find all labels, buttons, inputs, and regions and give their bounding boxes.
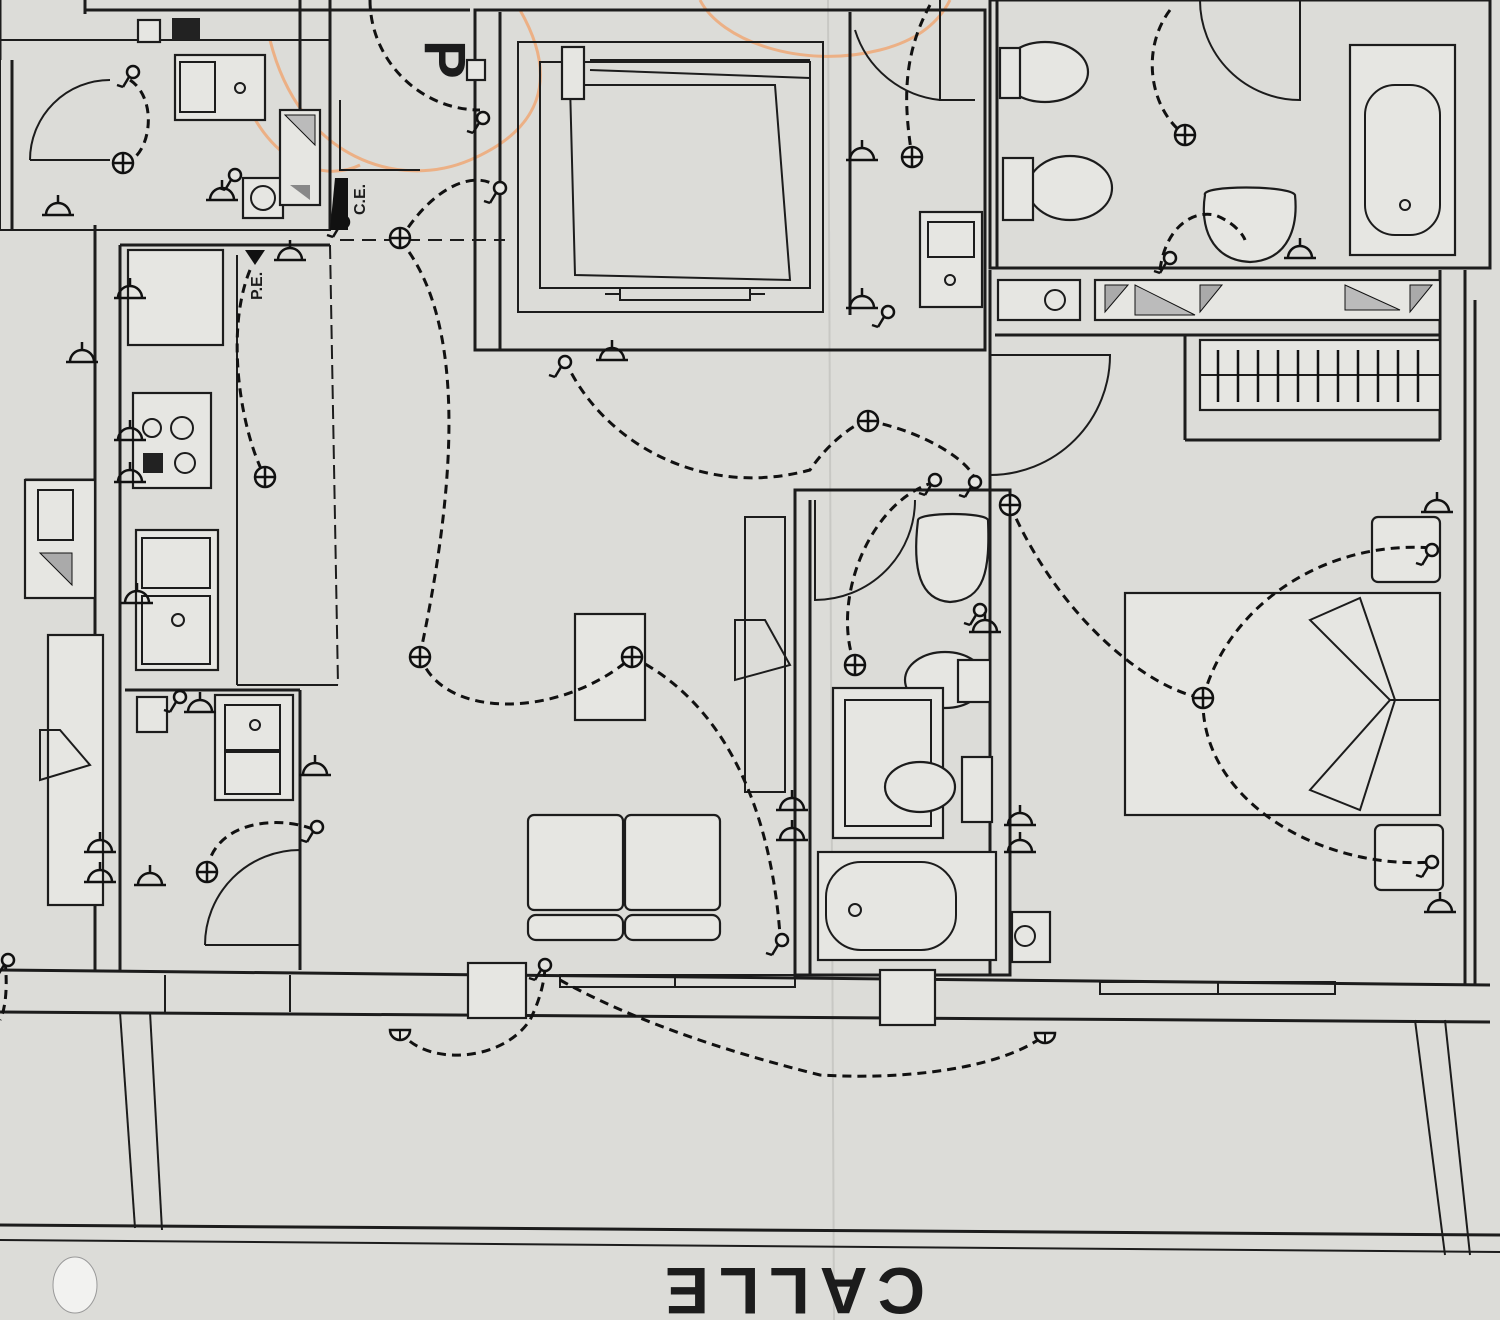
parking-label: P (412, 40, 477, 79)
living-furniture (526, 612, 792, 942)
switch-icon (957, 474, 983, 499)
wiring (0, 0, 1433, 1078)
circle-cross-icon (111, 151, 135, 175)
socket-icon (182, 690, 218, 714)
wall-lights (388, 1028, 1057, 1045)
switch-icon (917, 472, 943, 497)
switch-icon (764, 932, 790, 957)
circle-cross-icon (856, 409, 880, 433)
facade (0, 961, 1500, 1256)
wardrobe (1198, 338, 1442, 412)
socket-icon (40, 193, 76, 217)
switch-icon (962, 602, 988, 627)
switch-icon (1152, 250, 1178, 275)
socket-icon (1282, 236, 1318, 260)
circle-cross-icon (388, 226, 412, 250)
socket-icon (1422, 890, 1458, 914)
socket-icon (774, 818, 810, 842)
socket-icon (132, 863, 168, 887)
wall-lamp-icon (388, 1028, 412, 1042)
switch-icon (465, 110, 491, 135)
punch-hole (52, 1256, 98, 1314)
upper-room-furniture (517, 41, 824, 313)
pe-label: P.E. (249, 272, 266, 300)
paper-fold (827, 0, 835, 1320)
switch-icon (482, 180, 508, 205)
circle-cross-icon (620, 645, 644, 669)
ce-panel-icon (330, 178, 348, 230)
circle-cross-icon (1191, 686, 1215, 710)
pe-marker-icon (245, 250, 265, 265)
circle-cross-icon (408, 645, 432, 669)
wall-lamp-icon (1033, 1031, 1057, 1045)
circle-cross-icon (1173, 123, 1197, 147)
doors (29, 0, 1301, 946)
switch-icon (0, 952, 16, 977)
switch-icon (547, 354, 573, 379)
socket-icon (967, 610, 1003, 634)
circle-cross-icon (253, 465, 277, 489)
socket-icon (297, 753, 333, 777)
socket-icon (1419, 490, 1455, 514)
top-right-bathroom (918, 40, 1457, 322)
bedroom-furniture (1123, 515, 1445, 892)
socket-icon (64, 340, 100, 364)
top-left-fixtures (136, 18, 487, 220)
kitchen-appliances (23, 248, 295, 907)
walls (0, 0, 1492, 985)
street-label: CALLE (655, 1254, 925, 1320)
switch-icon (299, 819, 325, 844)
circle-cross-icon (195, 860, 219, 884)
central-bathroom (816, 512, 1052, 964)
ce-label: C.E. (352, 184, 369, 215)
circle-cross-icon (843, 653, 867, 677)
socket-icon (272, 238, 308, 262)
circle-cross-icon (998, 493, 1022, 517)
circle-cross-icon (900, 145, 924, 169)
